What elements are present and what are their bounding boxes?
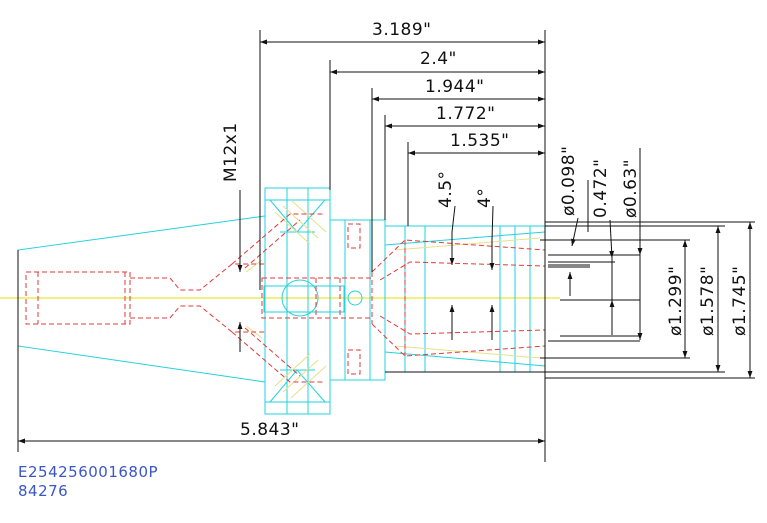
dia-1745-label: ø1.745": [730, 266, 750, 336]
dim-overall-label: 5.843": [240, 420, 300, 440]
dim-0472-label: 0.472": [591, 159, 611, 219]
dia-1578-label: ø1.578": [698, 266, 718, 336]
dia-0098-label: ø0.098": [559, 146, 579, 216]
dia-063-label: ø0.63": [621, 159, 641, 218]
angle-4-label: 4°: [475, 188, 495, 208]
part-number: E254256001680P: [18, 463, 159, 481]
dimension-lines: [18, 39, 753, 444]
dim-1772-label: 1.772": [436, 104, 496, 124]
section-hatch: [245, 199, 541, 399]
dim-1944-label: 1.944": [425, 77, 485, 97]
angle-45-label: 4.5°: [436, 170, 456, 208]
tool-holder-outline: [17, 187, 546, 415]
part-code: 84276: [18, 482, 69, 500]
hidden-lines: [25, 213, 546, 383]
dim-1535-label: 1.535": [450, 131, 510, 151]
thread-label: M12x1: [221, 122, 241, 182]
dim-24-label: 2.4": [420, 49, 457, 69]
dia-1299-label: ø1.299": [666, 266, 686, 336]
extension-lines: [17, 30, 755, 462]
dim-3189-label: 3.189": [372, 20, 432, 40]
